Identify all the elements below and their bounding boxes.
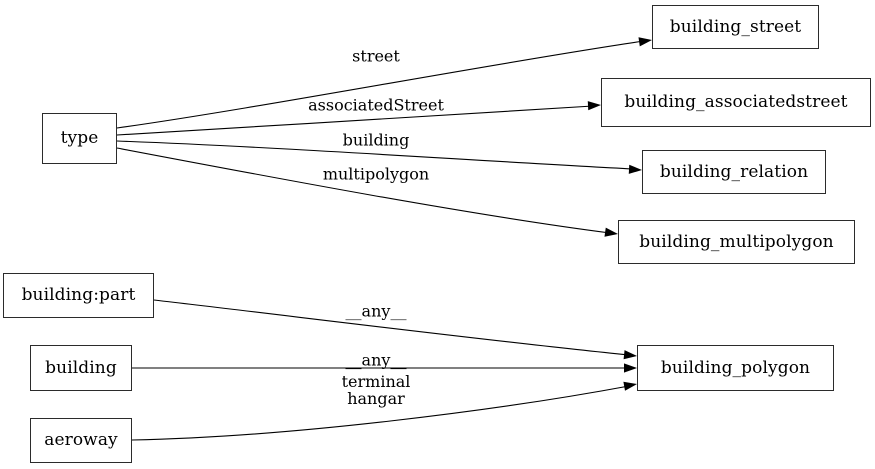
edge-label-building-any: __any__ <box>345 350 407 370</box>
arrowhead-type-building <box>628 164 642 174</box>
node-aeroway[interactable]: aeroway <box>30 418 132 463</box>
node-label: building <box>45 357 117 378</box>
edge-label-type-street: street <box>352 46 400 66</box>
node-building[interactable]: building <box>30 345 132 391</box>
node-building_polygon[interactable]: building_polygon <box>637 345 834 391</box>
node-label: building_street <box>669 16 802 37</box>
edge-buildingpart-any <box>153 299 630 356</box>
edge-label-type-building: building <box>342 130 410 150</box>
node-type[interactable]: type <box>42 113 117 164</box>
node-label: aeroway <box>44 430 118 450</box>
node-label: building_multipolygon <box>639 231 834 252</box>
node-building_part[interactable]: building:part <box>3 273 154 318</box>
node-building_relation[interactable]: building_relation <box>642 150 826 194</box>
arrowhead-type-associatedstreet <box>587 101 601 111</box>
edge-label-type-multipolygon: multipolygon <box>322 164 430 184</box>
edge-type-street <box>116 40 645 129</box>
node-label: building_polygon <box>660 357 811 378</box>
arrowhead-aeroway-terminal-hangar <box>623 381 637 391</box>
node-label: building_relation <box>659 161 809 182</box>
edge-type-multipolygon <box>116 147 611 234</box>
node-building_associatedstreet[interactable]: building_associatedstreet <box>601 78 871 127</box>
node-label: building:part <box>21 285 136 305</box>
arrowhead-buildingpart-any <box>623 350 637 360</box>
edge-type-building <box>116 140 635 170</box>
edge-type-associatedstreet <box>116 105 594 136</box>
node-building_street[interactable]: building_street <box>652 5 819 49</box>
node-building_multipolygon[interactable]: building_multipolygon <box>618 220 855 264</box>
arrowhead-type-multipolygon <box>604 227 618 237</box>
arrowhead-type-street <box>638 37 652 47</box>
edge-label-buildingpart-any: __any__ <box>345 301 407 321</box>
edge-label-type-associatedstreet: associatedStreet <box>308 95 444 115</box>
edge-aeroway-terminal-hangar <box>131 385 630 441</box>
edge-label-aeroway-terminal-hangar: terminal hangar <box>341 372 411 408</box>
arrowhead-building-any <box>624 363 637 373</box>
node-label: type <box>60 128 99 148</box>
node-label: building_associatedstreet <box>624 92 848 112</box>
